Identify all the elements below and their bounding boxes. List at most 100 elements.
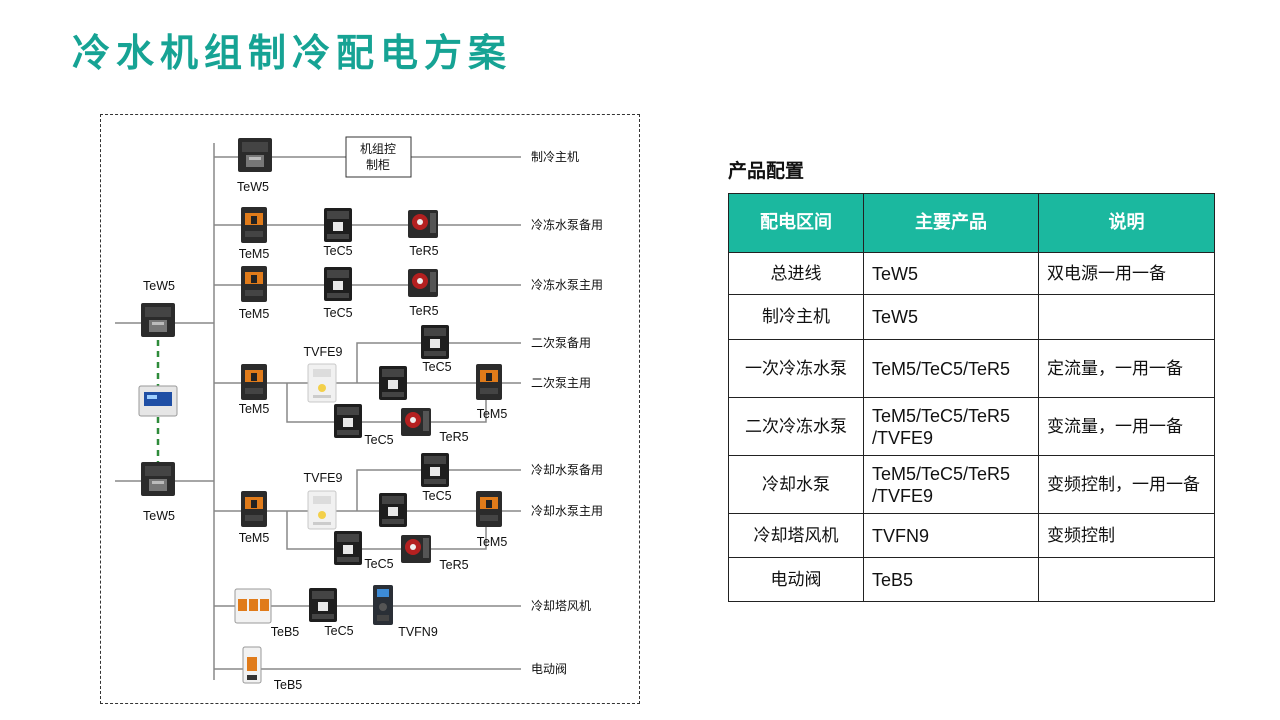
contactor-bottom-label: TeC5 bbox=[364, 557, 393, 571]
bypass-breaker-label: TeM5 bbox=[477, 535, 508, 549]
thermal-relay-icon bbox=[401, 535, 431, 563]
mccb-icon bbox=[241, 266, 267, 302]
contactor-icon bbox=[421, 325, 449, 359]
table-row: 二次冷冻水泵 TeM5/TeC5/TeR5 /TVFE9 变流量，一用一备 bbox=[728, 397, 1215, 456]
load-label: 冷冻水泵备用 bbox=[531, 217, 603, 232]
cell-zone: 一次冷冻水泵 bbox=[728, 339, 864, 398]
chiller-acb-icon bbox=[238, 138, 272, 172]
chiller-breaker-label: TeW5 bbox=[237, 180, 269, 194]
vfd-label: TVFE9 bbox=[304, 471, 343, 485]
main-breaker-label-1: TeW5 bbox=[143, 279, 175, 293]
cell-note bbox=[1038, 294, 1215, 340]
load-label: 冷却水泵主用 bbox=[531, 504, 603, 518]
contactor-icon bbox=[379, 366, 407, 400]
vfd-icon bbox=[307, 490, 337, 530]
cell-note: 双电源一用一备 bbox=[1038, 252, 1215, 295]
main-acb-icon bbox=[141, 462, 175, 496]
control-cabinet-line2: 制柜 bbox=[366, 158, 390, 172]
ats-controller-icon bbox=[138, 385, 178, 417]
config-title: 产品配置 bbox=[728, 160, 805, 182]
table-row: 电动阀 TeB5 bbox=[728, 557, 1215, 602]
mccb-icon bbox=[241, 207, 267, 243]
cell-zone: 冷却塔风机 bbox=[728, 513, 864, 558]
contactor-icon bbox=[421, 453, 449, 487]
main-acb-icon bbox=[141, 303, 175, 337]
breaker-label: TeM5 bbox=[239, 307, 270, 321]
relay-label: TeR5 bbox=[439, 558, 468, 572]
vfd-label: TVFE9 bbox=[304, 345, 343, 359]
breaker-label: TeM5 bbox=[239, 402, 270, 416]
feeder-cooling-pumps: TeM5 TVFE9 TeC5 TeC5 TeR5 TeM5 bbox=[239, 453, 508, 572]
bypass-mccb-icon bbox=[476, 491, 502, 527]
vfd-icon bbox=[373, 585, 393, 625]
vfd-icon bbox=[307, 363, 337, 403]
contactor-bottom-label: TeC5 bbox=[364, 433, 393, 447]
table-row: 冷却塔风机 TVFN9 变频控制 bbox=[728, 513, 1215, 558]
contactor-icon bbox=[334, 404, 362, 438]
contactor-top-label: TeC5 bbox=[422, 489, 451, 503]
thermal-relay-icon bbox=[401, 408, 431, 436]
control-cabinet-line1: 机组控 bbox=[360, 142, 396, 156]
breaker-label: TeM5 bbox=[239, 247, 270, 261]
single-line-diagram: 机组控 制柜 TeW5 TeM5 TeC5 TeR5 TeM5 TeC5 TeR… bbox=[115, 136, 603, 692]
load-label: 冷却塔风机 bbox=[531, 599, 591, 613]
mcb-label: TeB5 bbox=[274, 678, 303, 692]
mcb-3p-icon bbox=[234, 588, 272, 624]
contactor-icon bbox=[309, 588, 337, 622]
breaker-label: TeM5 bbox=[239, 531, 270, 545]
contactor-icon bbox=[324, 208, 352, 242]
page-title: 冷水机组制冷配电方案 bbox=[72, 31, 513, 75]
config-table: 配电区间 主要产品 说明 总进线 TeW5 双电源一用一备 制冷主机 TeW5 … bbox=[728, 193, 1215, 602]
relay-label: TeR5 bbox=[439, 430, 468, 444]
cell-note bbox=[1038, 557, 1215, 602]
cell-product: TeM5/TeC5/TeR5 bbox=[863, 339, 1039, 398]
contactor-icon bbox=[324, 267, 352, 301]
bypass-breaker-label: TeM5 bbox=[477, 407, 508, 421]
cell-product: TeB5 bbox=[863, 557, 1039, 602]
load-label: 二次泵主用 bbox=[531, 376, 591, 390]
cell-product: TeM5/TeC5/TeR5 /TVFE9 bbox=[863, 455, 1039, 514]
table-header-row: 配电区间 主要产品 说明 bbox=[728, 193, 1215, 253]
load-labels: 制冷主机 冷冻水泵备用 冷冻水泵主用 二次泵备用 二次泵主用 冷却水泵备用 冷却… bbox=[531, 150, 603, 676]
relay-label: TeR5 bbox=[409, 304, 438, 318]
cell-note: 变频控制 bbox=[1038, 513, 1215, 558]
load-label: 电动阀 bbox=[531, 662, 567, 676]
main-breaker-label-2: TeW5 bbox=[143, 509, 175, 523]
feeder-valve: TeB5 bbox=[242, 646, 303, 692]
load-label: 制冷主机 bbox=[531, 150, 579, 164]
header-product: 主要产品 bbox=[863, 193, 1039, 253]
contactor-label: TeC5 bbox=[323, 306, 352, 320]
table-row: 制冷主机 TeW5 bbox=[728, 294, 1215, 340]
mccb-icon bbox=[241, 364, 267, 400]
distribution-diagram: 机组控 制柜 TeW5 TeM5 TeC5 TeR5 TeM5 TeC5 TeR… bbox=[100, 114, 640, 704]
mcb-1p-icon bbox=[242, 646, 262, 684]
contactor-label: TeC5 bbox=[324, 624, 353, 638]
cell-product: TeW5 bbox=[863, 252, 1039, 295]
incoming: TeW5 TeW5 bbox=[138, 279, 178, 523]
cell-zone: 总进线 bbox=[728, 252, 864, 295]
load-label: 冷冻水泵主用 bbox=[531, 277, 603, 292]
cell-zone: 制冷主机 bbox=[728, 294, 864, 340]
contactor-label: TeC5 bbox=[323, 244, 352, 258]
bypass-mccb-icon bbox=[476, 364, 502, 400]
feeder-chilled-main: TeM5 TeC5 TeR5 bbox=[239, 266, 439, 321]
header-zone: 配电区间 bbox=[728, 193, 864, 253]
feeder-chilled-standby: TeM5 TeC5 TeR5 bbox=[239, 207, 439, 261]
contactor-icon bbox=[379, 493, 407, 527]
cell-note: 变流量，一用一备 bbox=[1038, 397, 1215, 456]
vfd-label: TVFN9 bbox=[398, 625, 438, 639]
thermal-relay-icon bbox=[408, 269, 438, 297]
mccb-icon bbox=[241, 491, 267, 527]
cell-note: 变频控制，一用一备 bbox=[1038, 455, 1215, 514]
feeder-chiller: 机组控 制柜 TeW5 bbox=[237, 136, 412, 194]
contactor-top-label: TeC5 bbox=[422, 360, 451, 374]
cell-product: TeW5 bbox=[863, 294, 1039, 340]
cell-zone: 二次冷冻水泵 bbox=[728, 397, 864, 456]
mcb-label: TeB5 bbox=[271, 625, 300, 639]
table-row: 一次冷冻水泵 TeM5/TeC5/TeR5 定流量，一用一备 bbox=[728, 339, 1215, 398]
feeder-cooling-tower: TeB5 TeC5 TVFN9 bbox=[234, 585, 438, 639]
header-note: 说明 bbox=[1038, 193, 1215, 253]
feeder-secondary-pumps: TeM5 TVFE9 TeC5 TeC5 TeR5 TeM5 bbox=[239, 325, 508, 447]
table-row: 总进线 TeW5 双电源一用一备 bbox=[728, 252, 1215, 295]
cell-product: TVFN9 bbox=[863, 513, 1039, 558]
